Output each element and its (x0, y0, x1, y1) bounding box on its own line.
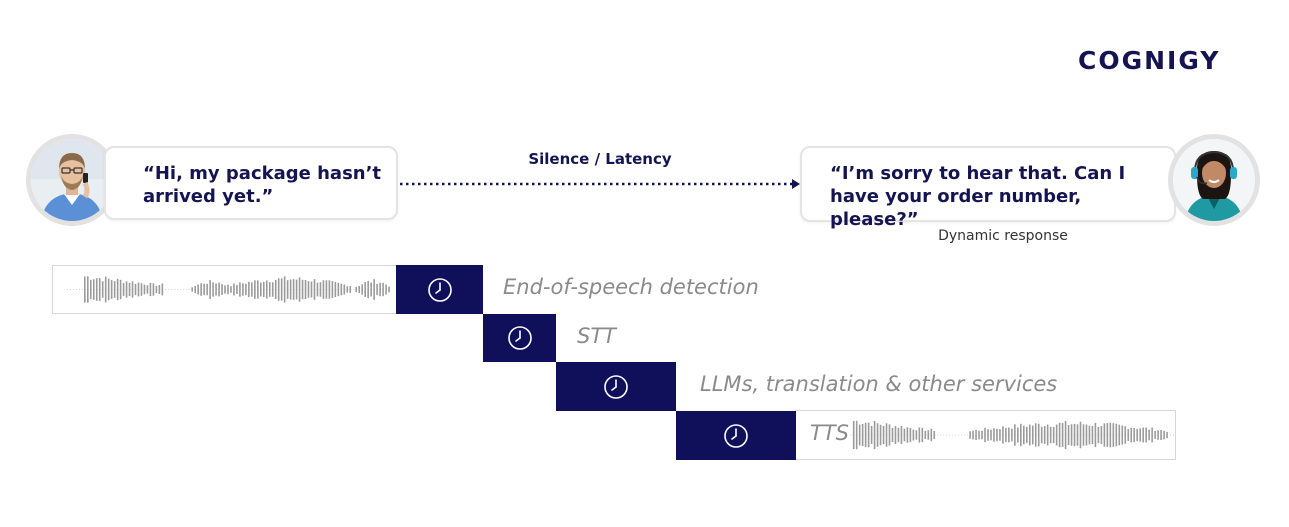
clock-icon (604, 374, 628, 399)
agent-portrait-icon (1173, 139, 1255, 221)
step-tts-label: TTS (810, 421, 849, 445)
clock-icon (427, 277, 452, 302)
step-stt-block (483, 314, 556, 362)
agent-message-line-1: “I’m sorry to hear that. Can I (830, 163, 1126, 184)
customer-avatar (26, 134, 118, 226)
waveform-graphic (850, 420, 1175, 450)
agent-speech-bubble: “I’m sorry to hear that. Can I have your… (800, 146, 1176, 230)
agent-message-line-2: have your order number, please?” (830, 186, 1082, 230)
step-end-of-speech-block (396, 265, 483, 314)
customer-portrait-icon (31, 139, 113, 221)
latency-arrow (400, 179, 800, 189)
step-tts-block (676, 411, 796, 460)
tts-output-waveform (795, 410, 1176, 460)
latency-label: Silence / Latency (528, 150, 672, 168)
step-llm-services-block (556, 362, 676, 411)
customer-message-line-2: arrived yet.” (143, 186, 274, 207)
waveform-graphic (66, 276, 392, 303)
agent-avatar (1168, 134, 1260, 226)
customer-message-line-1: “Hi, my package hasn’t (143, 163, 382, 184)
step-llm-services-label: LLMs, translation & other services (700, 372, 1058, 396)
step-end-of-speech-label: End-of-speech detection (503, 275, 759, 299)
dynamic-response-caption: Dynamic response (938, 228, 1068, 244)
clock-icon (507, 326, 532, 350)
customer-speech-bubble: “Hi, my package hasn’t arrived yet.” (104, 146, 398, 220)
step-stt-label: STT (577, 324, 616, 348)
customer-speech-waveform (52, 265, 398, 314)
cognigy-logo: COGNIGY (1078, 46, 1221, 75)
clock-icon (724, 423, 748, 448)
